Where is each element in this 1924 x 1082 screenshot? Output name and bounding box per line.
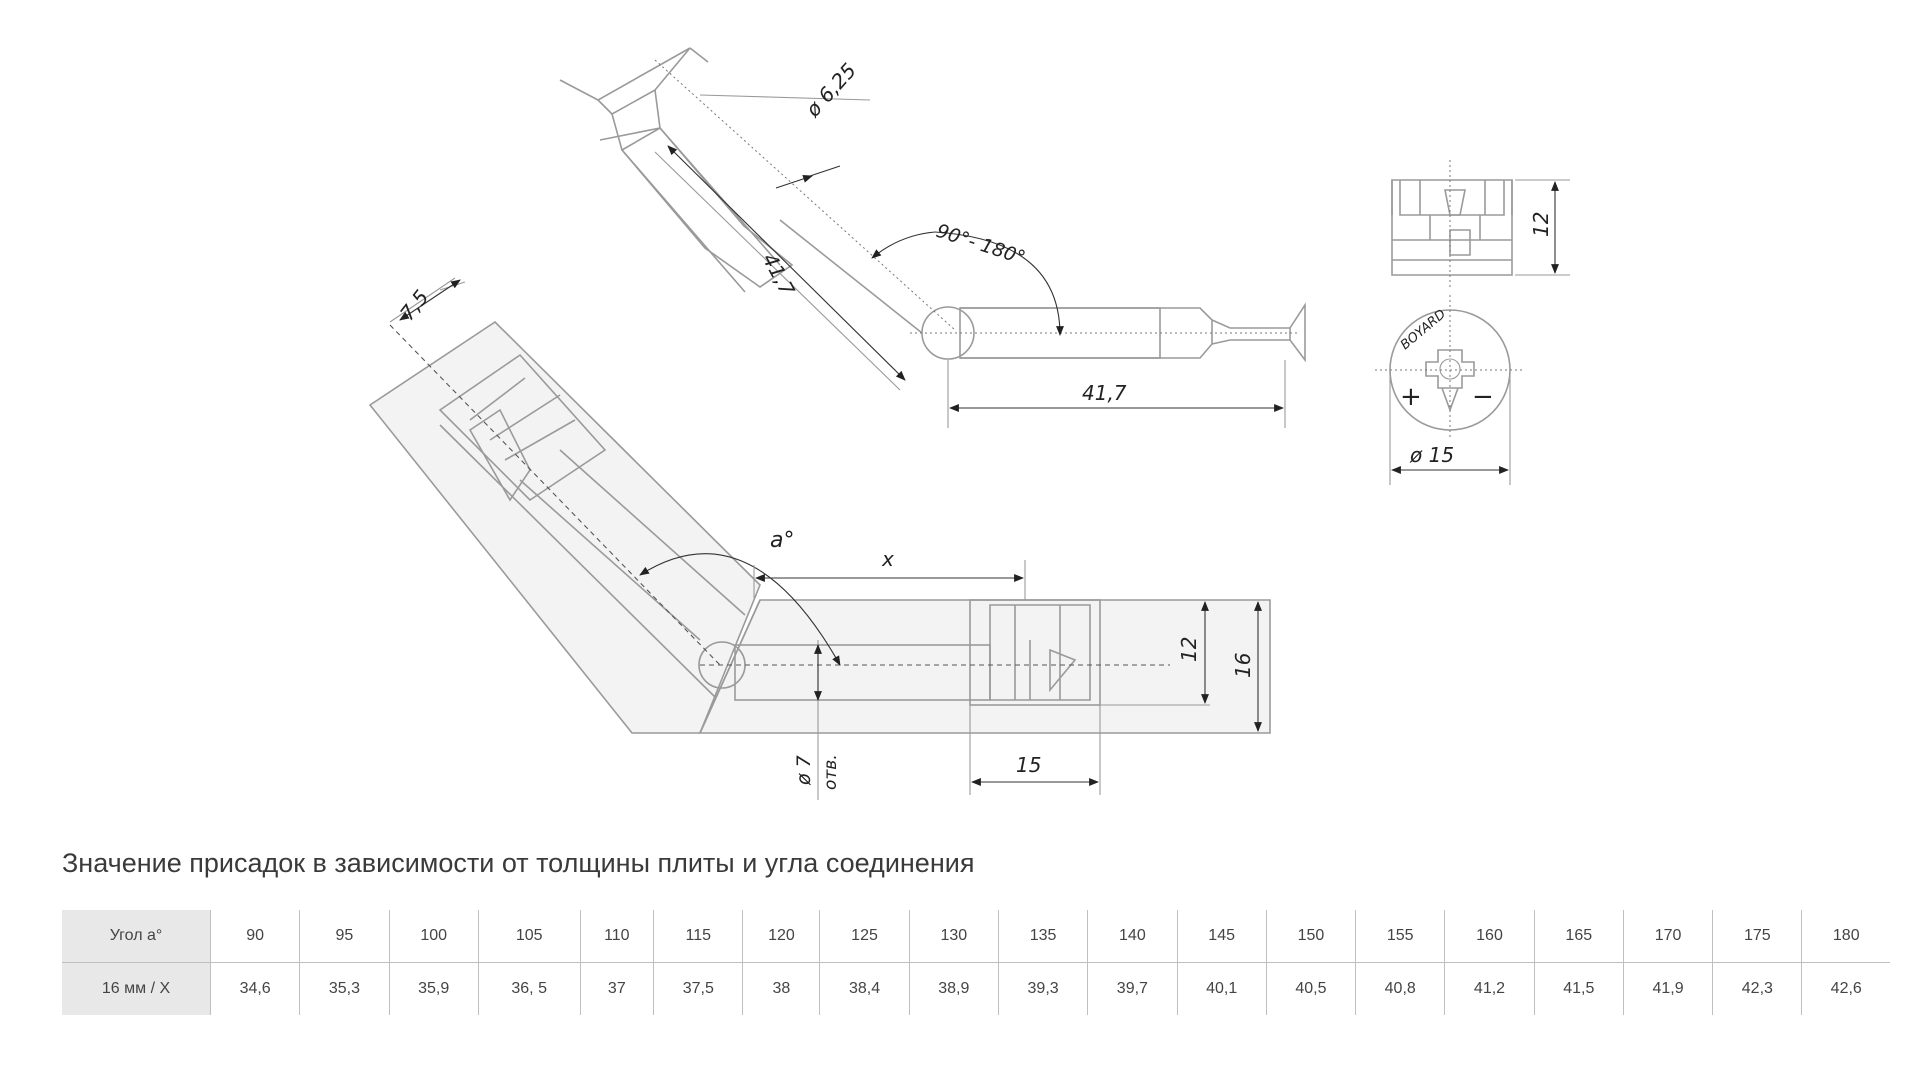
angle-cell: 130 xyxy=(909,910,999,963)
angle-cell: 160 xyxy=(1444,910,1535,963)
value-cell: 40,8 xyxy=(1355,962,1446,1015)
angled-bolt-detail xyxy=(559,47,1306,428)
value-cell: 38 xyxy=(742,962,821,1015)
value-cell: 40,1 xyxy=(1177,962,1267,1015)
value-cell: 38,4 xyxy=(819,962,910,1015)
angle-cell: 95 xyxy=(299,910,390,963)
value-cell: 42,3 xyxy=(1712,962,1803,1015)
row-header-angle: Угол а° xyxy=(62,910,211,963)
angle-cell: 135 xyxy=(998,910,1089,963)
value-cell: 41,9 xyxy=(1623,962,1714,1015)
drilling-values-table: Угол а° 90 95 100 105 110 115 120 125 13… xyxy=(62,910,1890,1015)
angle-cell: 140 xyxy=(1087,910,1178,963)
angle-cell: 100 xyxy=(389,910,479,963)
label-dim-15: 15 xyxy=(1016,753,1041,777)
assembly-detail xyxy=(368,277,1271,800)
value-cell: 39,3 xyxy=(998,962,1089,1015)
value-cell: 35,9 xyxy=(389,962,479,1015)
label-length-417-horizontal: 41,7 xyxy=(1082,381,1127,405)
angle-cell: 165 xyxy=(1534,910,1624,963)
plus-sign: + xyxy=(1400,382,1422,412)
angle-cell: 115 xyxy=(653,910,744,963)
value-cell: 39,7 xyxy=(1087,962,1178,1015)
table-row-values: 16 мм / Х 34,6 35,3 35,9 36, 5 37 37,5 3… xyxy=(62,962,1890,1015)
label-x: x xyxy=(881,547,894,571)
table-row-angles: Угол а° 90 95 100 105 110 115 120 125 13… xyxy=(62,910,1890,963)
value-cell: 38,9 xyxy=(909,962,999,1015)
value-cell: 37 xyxy=(580,962,655,1015)
angle-cell: 150 xyxy=(1266,910,1357,963)
angle-cell: 105 xyxy=(478,910,581,963)
housing-detail xyxy=(1375,160,1570,485)
value-cell: 35,3 xyxy=(299,962,390,1015)
angle-cell: 120 xyxy=(742,910,821,963)
value-cell: 37,5 xyxy=(653,962,744,1015)
angle-cell: 155 xyxy=(1355,910,1446,963)
label-dim-16: 16 xyxy=(1231,653,1255,678)
angle-cell: 110 xyxy=(580,910,655,963)
table-caption: Значение присадок в зависимости от толщи… xyxy=(62,848,975,878)
value-cell: 34,6 xyxy=(210,962,301,1015)
angle-cell: 125 xyxy=(819,910,910,963)
angle-cell: 170 xyxy=(1623,910,1714,963)
angle-cell: 90 xyxy=(210,910,301,963)
label-alpha: a° xyxy=(770,528,794,553)
value-cell: 41,2 xyxy=(1444,962,1535,1015)
label-phi-15: ø 15 xyxy=(1409,443,1454,467)
label-otv: отв. xyxy=(821,754,841,790)
row-header-thickness: 16 мм / Х xyxy=(62,962,211,1015)
label-phi-7: ø 7 xyxy=(793,755,815,786)
angle-cell: 145 xyxy=(1177,910,1267,963)
label-length-417-diagonal: 41,7 xyxy=(758,249,800,300)
value-cell: 41,5 xyxy=(1534,962,1624,1015)
value-cell: 42,6 xyxy=(1830,980,1862,997)
angle-cell: 175 xyxy=(1712,910,1803,963)
label-phi-625: ø 6,25 xyxy=(800,58,861,122)
value-cell: 40,5 xyxy=(1266,962,1357,1015)
label-dim-12-housing: 12 xyxy=(1529,212,1553,237)
technical-drawing: ø 6,25 41,7 90°- 180° 41,7 7,5 a° x 12 1… xyxy=(368,47,1570,800)
label-dim-12-assembly: 12 xyxy=(1177,637,1201,662)
value-cell: 36, 5 xyxy=(478,962,581,1015)
label-angle-range: 90°- 180° xyxy=(933,220,1028,269)
angle-cell: 180 xyxy=(1801,910,1890,963)
minus-sign: − xyxy=(1472,382,1494,412)
